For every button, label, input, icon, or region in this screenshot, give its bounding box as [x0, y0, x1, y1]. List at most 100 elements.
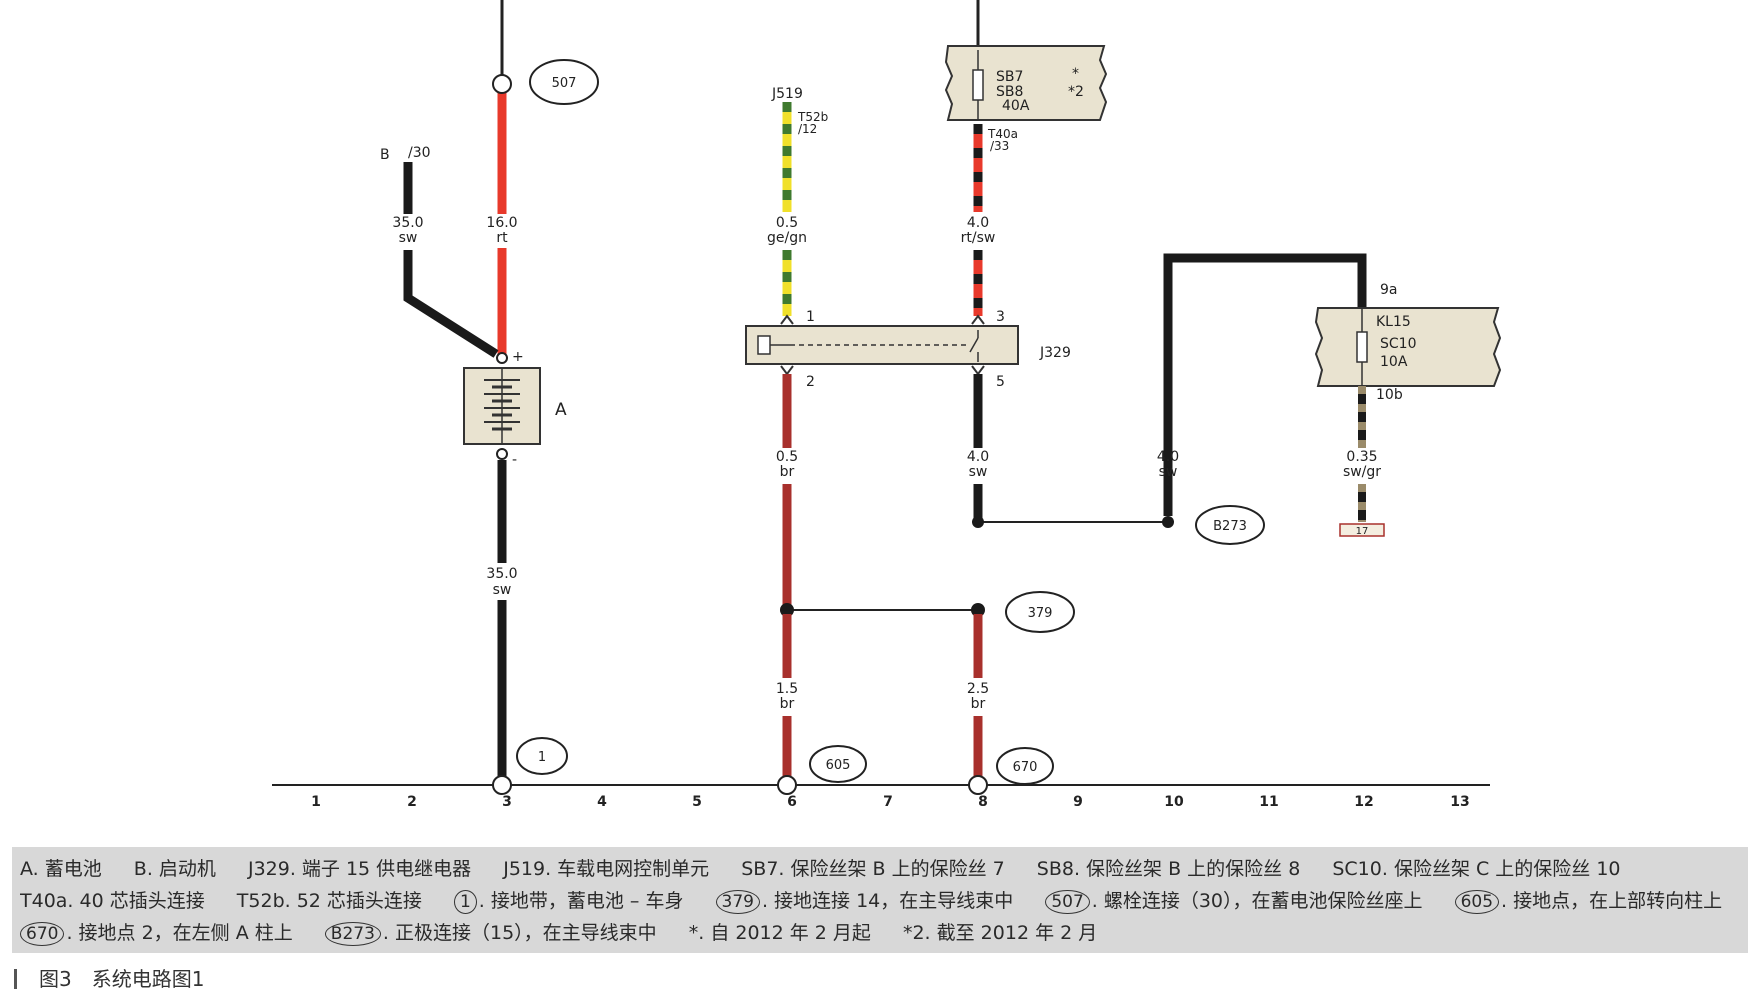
fuse-sc-icon	[1356, 331, 1368, 363]
bubble-1-label: 1	[538, 750, 546, 765]
ground-connector-605	[777, 775, 797, 795]
legend-note-star2: *2. 截至 2012 年 2 月	[902, 922, 1098, 944]
legend-ground-670-text: . 接地点 2，在左侧 A 柱上	[66, 922, 293, 944]
legend-circle-1: 1	[453, 890, 477, 914]
ruler-7: 7	[883, 794, 893, 810]
sb-amp-label: 40A	[1002, 98, 1030, 114]
legend-battery: A. 蓄电池	[20, 858, 102, 880]
ruler-8: 8	[978, 794, 988, 810]
battery-minus-terminal	[496, 448, 508, 460]
connector-507	[492, 74, 512, 94]
legend-row-3: 670. 接地点 2，在左侧 A 柱上 B273. 正极连接（15），在主导线束…	[20, 917, 1740, 949]
ref-box-17	[1339, 523, 1385, 537]
legend-b273: B273. 正极连接（15），在主导线束中	[324, 917, 657, 949]
legend-panel: A. 蓄电池 B. 启动机 J329. 端子 15 供电继电器 J519. 车载…	[12, 847, 1748, 953]
battery-plates	[484, 379, 520, 431]
legend-j519: J519. 车载电网控制单元	[503, 858, 710, 880]
wire-b-lower	[403, 250, 499, 358]
bubble-379-label: 379	[1028, 606, 1053, 621]
ref-17-label: 17	[1356, 526, 1369, 537]
t40a-pin-label: /33	[990, 139, 1009, 153]
ruler-11: 11	[1259, 794, 1278, 810]
ruler-12: 12	[1354, 794, 1373, 810]
j329-pin2: 2	[806, 374, 815, 390]
bubble-1	[516, 737, 568, 775]
legend-circle-507: 507	[1045, 890, 1090, 914]
bubble-605-label: 605	[826, 758, 851, 773]
legend-j329: J329. 端子 15 供电继电器	[247, 858, 472, 880]
ruler-13: 13	[1450, 794, 1469, 810]
column-ruler: 1 2 3 4 5 6 7 8 9 10 11 12 13	[311, 794, 1470, 810]
wire-j329-5-color: sw	[969, 464, 988, 480]
ruler-1: 1	[311, 794, 321, 810]
sc-pin-9a: 9a	[1380, 282, 1398, 298]
sb7-label: SB7	[996, 69, 1023, 85]
bubble-379	[1005, 591, 1075, 633]
legend-row-2: T40a. 40 芯插头连接 T52b. 52 芯插头连接 1. 接地带，蓄电池…	[20, 885, 1740, 917]
legend-circle-670: 670	[20, 922, 65, 946]
ruler-3: 3	[502, 794, 512, 810]
battery-label: A	[555, 400, 567, 420]
legend-row-1: A. 蓄电池 B. 启动机 J329. 端子 15 供电继电器 J519. 车载…	[20, 853, 1740, 885]
legend-sc10: SC10. 保险丝架 C 上的保险丝 10	[1332, 858, 1621, 880]
wire-kl15-color: sw	[1159, 464, 1178, 480]
legend-note-star: *. 自 2012 年 2 月起	[688, 922, 871, 944]
wire-j329-5-gauge: 4.0	[967, 449, 989, 465]
legend-circle-605: 605	[1454, 890, 1500, 914]
bubble-b273	[1195, 505, 1265, 545]
ruler-10: 10	[1164, 794, 1184, 810]
wire-battery-color: sw	[493, 582, 512, 598]
legend-sb8: SB8. 保险丝架 B 上的保险丝 8	[1036, 858, 1301, 880]
battery-plus-sign: +	[512, 349, 524, 365]
j329-pin1: 1	[806, 309, 815, 325]
legend-ground-1: 1. 接地带，蓄电池 – 车身	[453, 885, 684, 917]
legend-t52b: T52b. 52 芯插头连接	[236, 890, 422, 912]
sc-pin-10b: 10b	[1376, 387, 1403, 403]
legend-b273-text: . 正极连接（15），在主导线束中	[382, 922, 657, 944]
j519-label: J519	[771, 86, 803, 102]
circuit-diagram: 507 16.0 rt B /30 35.0 sw + A - 35.0 sw …	[272, 0, 1502, 810]
wire-j329-2-color: br	[780, 464, 795, 480]
ground-connector-1	[492, 775, 512, 795]
legend-sb7: SB7. 保险丝架 B 上的保险丝 7	[741, 858, 1005, 880]
bubble-507	[529, 59, 599, 105]
j329-pin5: 5	[996, 374, 1005, 390]
wire-507-color: rt	[496, 230, 508, 246]
fuse-holder-sb	[944, 45, 1108, 121]
ground-connector-670	[968, 775, 988, 795]
wire-kl15-gauge: 4.0	[1157, 449, 1179, 465]
ruler-2: 2	[407, 794, 417, 810]
wire-605-color: br	[780, 696, 795, 712]
legend-ground-379-text: . 接地连接 14，在主导线束中	[761, 890, 1014, 912]
wire-sc-gauge: 0.35	[1346, 449, 1377, 465]
legend-starter: B. 启动机	[133, 858, 216, 880]
ruler-9: 9	[1073, 794, 1083, 810]
wire-b-gauge: 35.0	[392, 215, 423, 231]
legend-bolt-507: 507. 螺栓连接（30），在蓄电池保险丝座上	[1045, 885, 1423, 917]
wire-kl15-loop	[1163, 253, 1367, 516]
wire-j519-color: ge/gn	[767, 230, 807, 246]
wire-670-gauge: 2.5	[967, 681, 989, 697]
figure-caption: 图3 系统电路图1	[14, 963, 204, 992]
starter-b-label: B	[380, 147, 390, 163]
relay-switch-icon	[969, 337, 979, 353]
sb8-label: SB8	[996, 84, 1023, 100]
bubble-670-label: 670	[1013, 760, 1038, 775]
bubble-670	[996, 747, 1054, 785]
bubble-b273-label: B273	[1213, 519, 1247, 534]
sc10-label: SC10	[1380, 336, 1416, 352]
legend-circle-379: 379	[715, 890, 760, 914]
legend-ground-379: 379. 接地连接 14，在主导线束中	[715, 885, 1014, 917]
ruler-4: 4	[597, 794, 607, 810]
wire-j329-2-gauge: 0.5	[776, 449, 798, 465]
starter-30-label: /30	[408, 145, 431, 161]
wire-605-gauge: 1.5	[776, 681, 798, 697]
sb8-note: *2	[1068, 84, 1084, 100]
caption-bar	[14, 969, 17, 989]
wire-sb-color: rt/sw	[961, 230, 996, 246]
legend-ground-670: 670. 接地点 2，在左侧 A 柱上	[20, 917, 293, 949]
sb7-note: *	[1072, 66, 1079, 82]
ruler-6: 6	[787, 794, 797, 810]
legend-ground-1-text: . 接地带，蓄电池 – 车身	[478, 890, 684, 912]
legend-t40a: T40a. 40 芯插头连接	[20, 890, 205, 912]
